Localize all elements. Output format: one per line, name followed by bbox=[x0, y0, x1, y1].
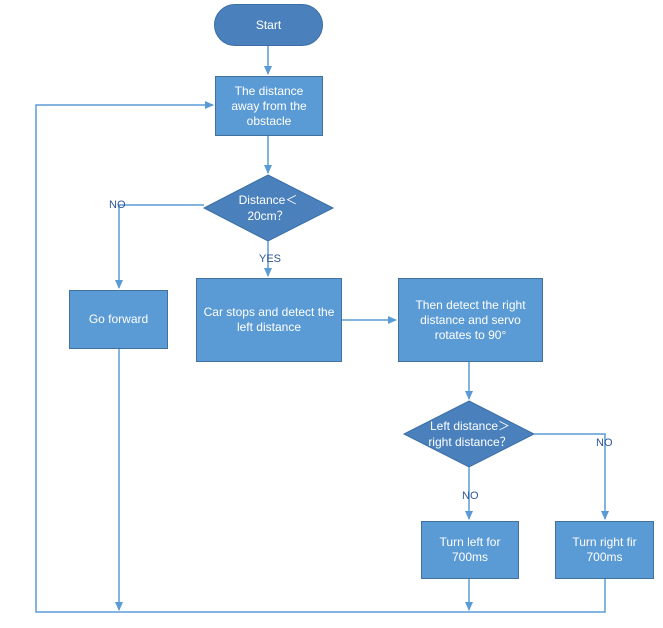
turn-left-label: Turn left for 700ms bbox=[439, 535, 501, 564]
edge-decision2-right-to-turn-right bbox=[534, 433, 609, 520]
detect-right-box: Then detect the right distance and servo… bbox=[398, 278, 543, 362]
edge-label-no-right: NO bbox=[596, 437, 613, 449]
start-terminal: Start bbox=[214, 4, 323, 46]
measure-distance-label: The distance away from the obstacle bbox=[231, 83, 307, 128]
decision-compare-label: Left distance＞ right distance？ bbox=[428, 419, 512, 449]
measure-distance-box: The distance away from the obstacle bbox=[215, 76, 323, 136]
edge-label-no-left: NO bbox=[109, 199, 126, 211]
decision-compare-text: Left distance＞ right distance？ bbox=[420, 414, 520, 454]
decision-distance-text: Distance＜ 20cm？ bbox=[222, 188, 314, 228]
go-forward-label: Go forward bbox=[88, 312, 149, 326]
start-label: Start bbox=[255, 17, 282, 32]
turn-right-box: Turn right fir 700ms bbox=[555, 521, 654, 579]
edge-loop-back bbox=[35, 101, 606, 613]
go-forward-box: Go forward bbox=[69, 290, 168, 349]
edge-label-yes: YES bbox=[259, 253, 282, 265]
detect-right-label: Then detect the right distance and servo… bbox=[415, 297, 526, 342]
decision-distance-label: Distance＜ 20cm？ bbox=[238, 193, 298, 223]
car-stops-box: Car stops and detect the left distance bbox=[196, 278, 342, 362]
edge-decision1-no-to-forward bbox=[115, 204, 204, 289]
turn-left-box: Turn left for 700ms bbox=[421, 521, 519, 579]
car-stops-label: Car stops and detect the left distance bbox=[203, 305, 335, 334]
turn-right-label: Turn right fir 700ms bbox=[572, 535, 637, 564]
edge-label-no-center: NO bbox=[462, 490, 479, 502]
